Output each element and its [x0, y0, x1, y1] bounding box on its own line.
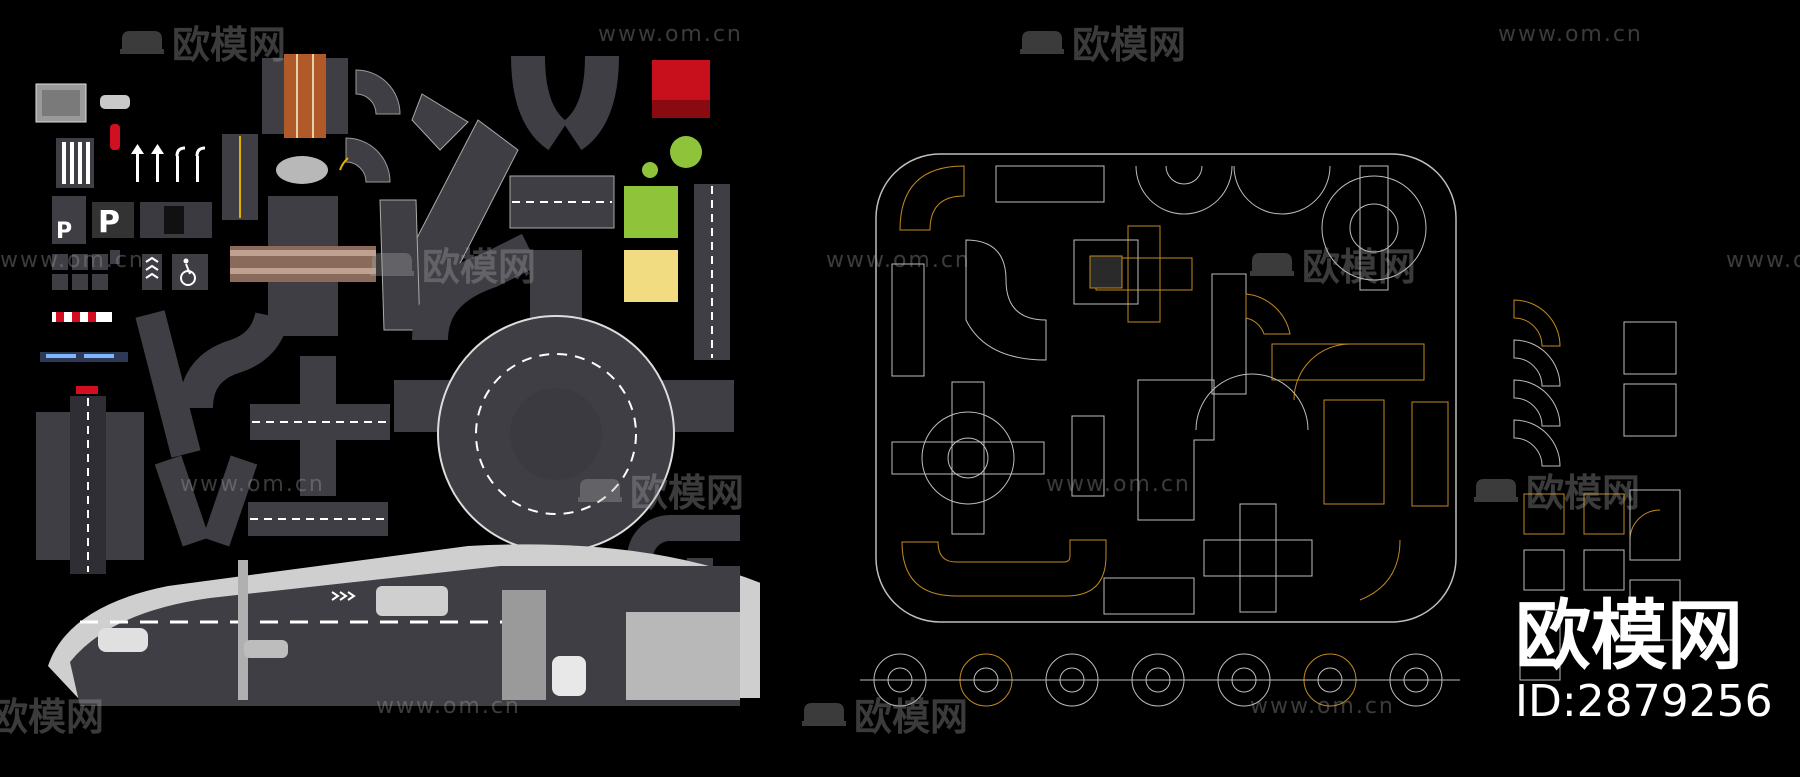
- cad-frame: [875, 153, 1457, 623]
- red-roof-building: [652, 60, 710, 118]
- road-with-bridge: [230, 196, 376, 336]
- wheelchair-icon: [172, 254, 208, 290]
- svg-text:P: P: [56, 219, 72, 244]
- cad-roundabout-row: [860, 653, 1460, 707]
- crosswalk-tile: [56, 138, 94, 188]
- road-texture-panel: P P: [35, 54, 760, 706]
- parking-tile: [52, 196, 86, 244]
- highway: [36, 396, 144, 574]
- diagonal-roads: [379, 93, 519, 331]
- brand-title: 欧模网: [1515, 591, 1743, 680]
- road-fork: [511, 55, 619, 151]
- sand-tile: [624, 250, 678, 302]
- road-straight-yellow: [222, 134, 258, 220]
- svg-text:P: P: [98, 205, 120, 240]
- chevron-tile: [142, 254, 162, 290]
- puddle: [276, 156, 328, 184]
- road-s-curve: [412, 233, 539, 341]
- cad-tile-panel: [1513, 299, 1681, 681]
- roundabout: [394, 250, 734, 590]
- cross-intersection: [250, 356, 390, 496]
- model-id: ID:2879256: [1515, 676, 1773, 727]
- road-curve: [355, 69, 401, 115]
- grass-tile: [624, 186, 678, 238]
- red-car-icon: [110, 124, 120, 150]
- overpass-bridge: [262, 54, 348, 138]
- car-icon: [100, 95, 130, 109]
- marking-tiles: [52, 250, 120, 290]
- street-scene: [48, 544, 760, 706]
- arrow-markings: [131, 144, 206, 182]
- cad-road-panel: [860, 153, 1460, 707]
- barrier-icon: [40, 312, 128, 394]
- watermark-url: www.om.cn: [1726, 248, 1800, 273]
- tree-icon: [670, 136, 702, 168]
